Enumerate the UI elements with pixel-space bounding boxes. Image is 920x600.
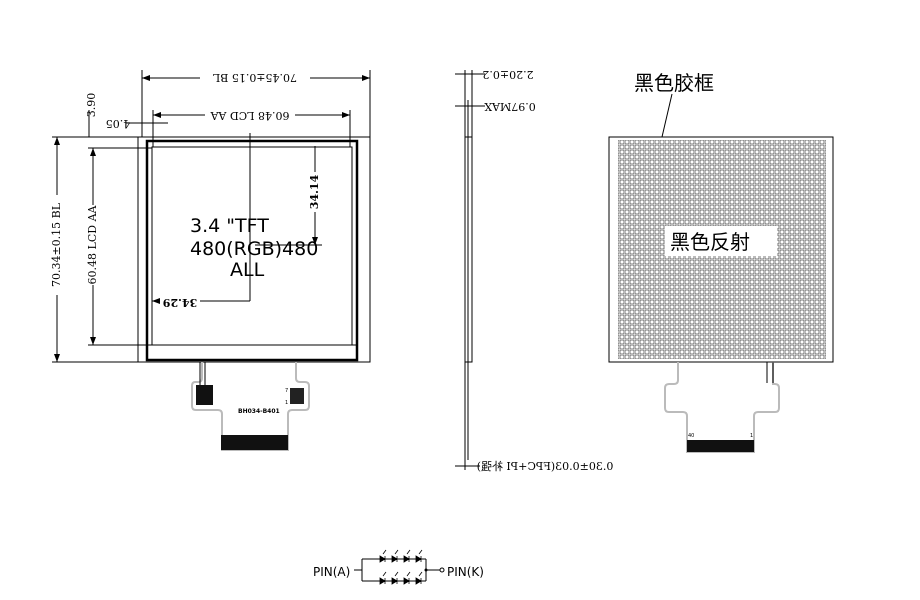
back-fpc-outline (664, 362, 780, 453)
fpc-connector (221, 435, 288, 450)
led-emission-arrows (382, 549, 423, 577)
frame-label: 黑色胶框 (634, 71, 714, 95)
dim-fpc-thickness: 0.30±0.03(FPC+PI 补强) (477, 460, 614, 473)
dim-height-aa: 60.48 LCD AA (86, 204, 99, 284)
label-resolution: 480(RGB)480 (190, 238, 318, 260)
dim-top-offset: 3.90 (85, 93, 98, 118)
label-size: 3.4 "TFT (190, 215, 269, 237)
dim-width-bl: 70.45±0.15 BL (212, 71, 297, 84)
back-connector (687, 440, 754, 452)
dim-total-thickness: 2.20±0.2 (482, 68, 533, 81)
led-row-top (379, 555, 422, 563)
led-diodes (379, 549, 423, 585)
fpc: 7 1 BH034-B401 (191, 362, 310, 451)
backlight-outline (137, 136, 371, 363)
anode-label: PIN(A) (313, 565, 350, 579)
cathode-terminal (439, 567, 445, 573)
side-view: 2.20±0.2 0.97MAX 0.30±0.03(FPC+PI 补强) (455, 68, 613, 473)
pin-first-label: 40 (688, 433, 694, 439)
junction-dot (424, 568, 428, 572)
front-view: 70.45±0.15 BL 60.48 LCD AA 70.34±0.15 BL… (50, 70, 371, 451)
dim-left-offset: 4.05 (106, 117, 131, 130)
pin-last-label: 1 (750, 433, 753, 439)
panel-frame (145, 139, 359, 362)
dim-glass-thickness: 0.97MAX (484, 100, 536, 113)
reflector-label: 黑色反射 (670, 230, 750, 254)
fpc-pin-first: 1 (285, 400, 288, 406)
dim-center-y: 34.14 (308, 174, 321, 209)
fpc-contacts (290, 388, 304, 404)
fpc-component (196, 385, 213, 405)
dim-height-bl: 70.34±0.15 BL (50, 202, 63, 287)
led-row-bottom (379, 577, 422, 585)
led-circuit: PIN(A) PIN(K) (313, 549, 484, 585)
fpc-part-number: BH034-B401 (238, 408, 280, 415)
fpc-pin-last: 7 (285, 388, 288, 394)
frame-leader-line (661, 93, 673, 138)
cathode-label: PIN(K) (447, 565, 484, 579)
label-view: ALL (230, 259, 265, 281)
dim-center-x: 34.29 (163, 296, 197, 309)
back-view: 黑色胶框 黑色反射 40 1 (608, 71, 834, 453)
dim-width-aa: 60.48 LCD AA (209, 109, 289, 122)
